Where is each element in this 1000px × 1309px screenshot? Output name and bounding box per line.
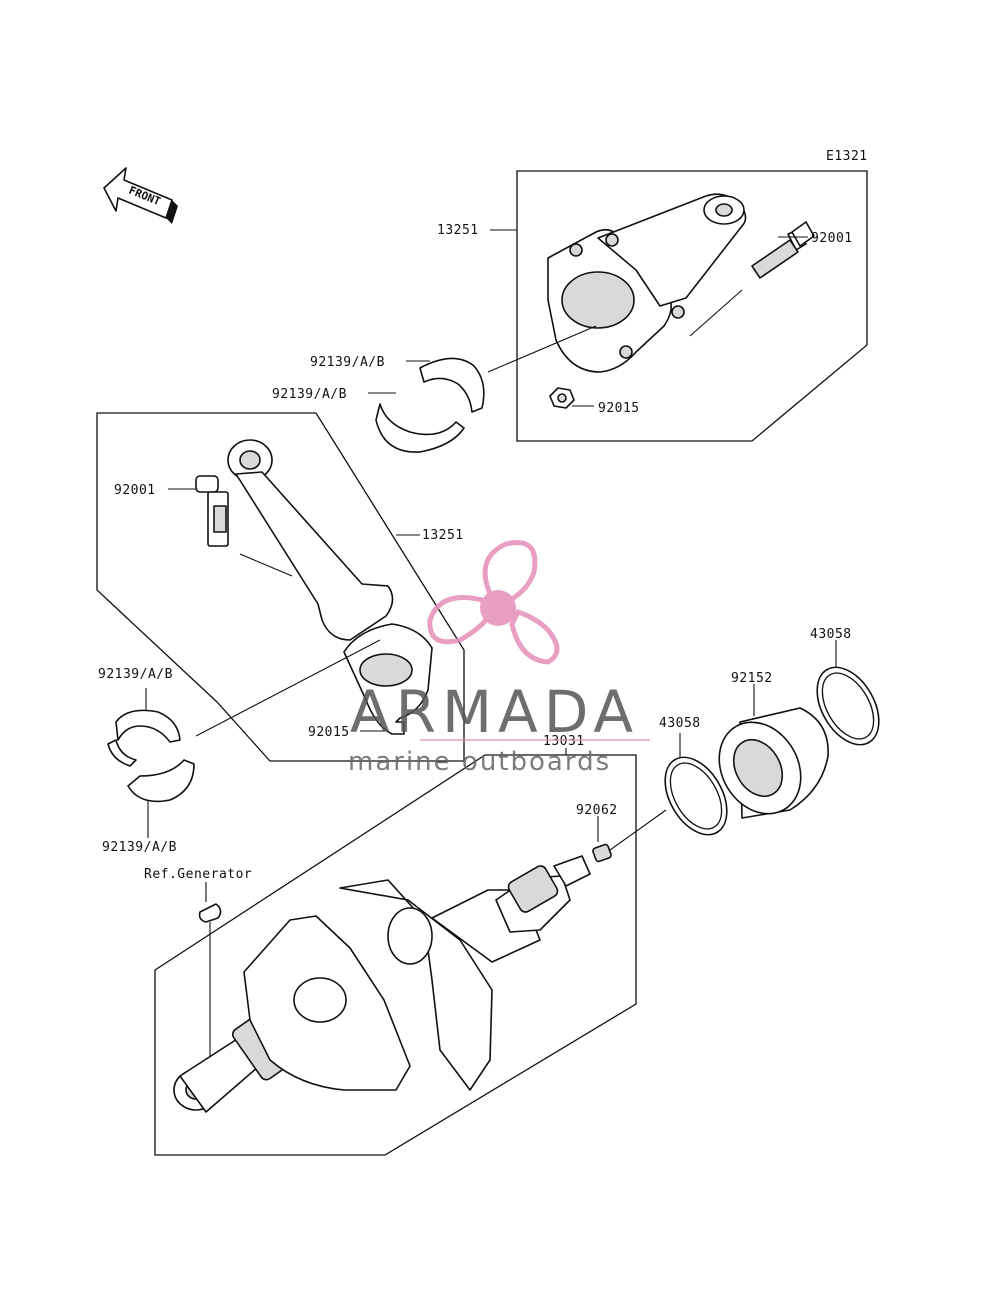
connecting-rod-left	[227, 439, 433, 735]
nut-top	[549, 387, 575, 409]
label-bearing-top-1: 92139/A/B	[310, 355, 385, 370]
label-bearing-left-2: 92139/A/B	[102, 840, 177, 855]
watermark: ARMADA marine outboards	[348, 540, 650, 777]
label-bearing-right: 92152	[731, 671, 773, 686]
bolt-top	[751, 221, 815, 279]
ring-right	[816, 666, 880, 746]
label-bearing-left-1: 92139/A/B	[98, 667, 173, 682]
watermark-brand: ARMADA	[350, 678, 639, 746]
bearing-shells-left	[107, 709, 195, 803]
conrod-assembly-frame-left	[96, 412, 465, 762]
woodruff-key	[198, 903, 222, 923]
label-conrod-top: 13251	[437, 223, 479, 238]
connecting-rod-top	[547, 193, 747, 373]
watermark-tagline: marine outboards	[348, 747, 611, 777]
conrod-assembly-frame-top	[516, 170, 868, 442]
leader-lines	[145, 229, 837, 1056]
label-nut-top: 92015	[598, 401, 640, 416]
diagram-code: E1321	[826, 149, 868, 164]
label-conrod-left: 13251	[422, 528, 464, 543]
label-crankshaft: 13031	[543, 734, 585, 749]
crankshaft-frame	[154, 754, 637, 1156]
bearing-shells-top	[375, 357, 485, 453]
plug	[592, 843, 612, 863]
label-ref-generator: Ref.Generator	[144, 867, 252, 882]
ring-mid	[664, 756, 728, 836]
label-ring-right: 43058	[810, 627, 852, 642]
label-ring-mid: 43058	[659, 716, 701, 731]
label-bolt-left: 92001	[114, 483, 156, 498]
label-plug: 92062	[576, 803, 618, 818]
bolt-left	[195, 475, 229, 547]
label-nut-left: 92015	[308, 725, 350, 740]
label-bearing-top-2: 92139/A/B	[272, 387, 347, 402]
crankshaft	[173, 855, 591, 1113]
label-bolt-top: 92001	[811, 231, 853, 246]
bearing-right	[718, 707, 829, 819]
propeller-logo-icon	[427, 540, 560, 665]
front-arrow-icon: FRONT	[103, 167, 178, 224]
